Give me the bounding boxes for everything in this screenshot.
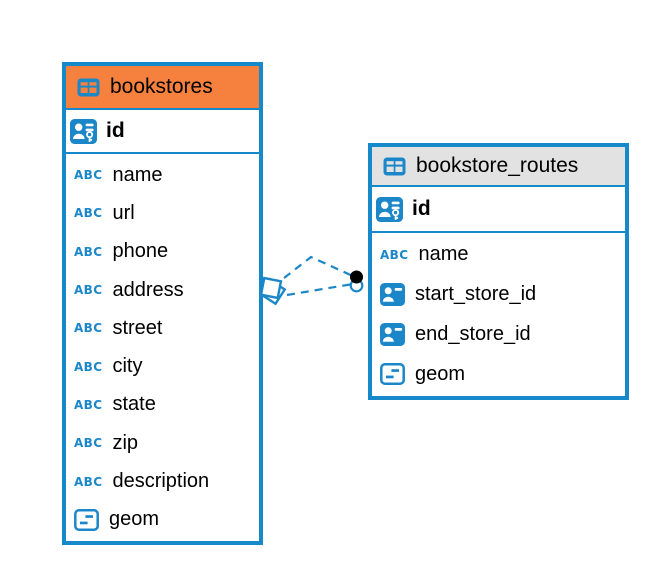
relationship-line[interactable] bbox=[283, 255, 356, 279]
many-end-marker[interactable] bbox=[259, 276, 287, 306]
one-end-marker[interactable] bbox=[349, 270, 364, 293]
header-divider bbox=[66, 108, 259, 110]
column-name: city bbox=[112, 355, 143, 378]
text-type-icon: ABC bbox=[74, 321, 103, 336]
column-name: geom bbox=[415, 362, 466, 385]
column-row[interactable]: ABC state bbox=[66, 393, 259, 416]
column-name: state bbox=[112, 393, 156, 416]
text-type-icon: ABC bbox=[380, 247, 409, 262]
column-row[interactable]: geom bbox=[66, 508, 259, 531]
table-icon bbox=[383, 157, 406, 175]
column-row-pk[interactable]: id bbox=[372, 187, 625, 231]
table-header[interactable]: bookstores bbox=[66, 66, 259, 108]
column-name: name bbox=[418, 243, 469, 266]
column-row[interactable]: ABC zip bbox=[66, 432, 259, 455]
primary-key-icon bbox=[376, 196, 403, 222]
column-name: id bbox=[106, 119, 125, 142]
column-row[interactable]: ABC url bbox=[66, 202, 259, 225]
text-type-icon: ABC bbox=[74, 244, 103, 259]
column-row[interactable]: ABC street bbox=[66, 317, 259, 340]
column-row[interactable]: ABC description bbox=[66, 470, 259, 493]
column-row[interactable]: geom bbox=[372, 363, 625, 386]
column-name: url bbox=[112, 201, 135, 224]
column-list: ABC name start_store_id bbox=[372, 233, 625, 396]
column-row[interactable]: ABC name bbox=[66, 164, 259, 187]
column-name: geom bbox=[109, 508, 160, 531]
header-divider bbox=[372, 185, 625, 187]
column-name: address bbox=[112, 278, 184, 301]
entity-table-bookstores[interactable]: bookstores id ABC name ABC url bbox=[62, 62, 263, 545]
column-row[interactable]: start_store_id bbox=[372, 283, 625, 307]
pk-divider bbox=[66, 152, 259, 154]
column-list: ABC name ABC url ABC phone ABC address A… bbox=[66, 154, 259, 541]
column-name: end_store_id bbox=[415, 322, 531, 345]
column-name: street bbox=[112, 316, 163, 339]
column-row[interactable]: end_store_id bbox=[372, 322, 625, 346]
foreign-key-icon bbox=[380, 283, 405, 307]
text-type-icon: ABC bbox=[74, 206, 103, 221]
column-row[interactable]: ABC address bbox=[66, 279, 259, 302]
geometry-icon bbox=[74, 508, 99, 531]
column-row[interactable]: ABC city bbox=[66, 355, 259, 378]
relationship-line[interactable] bbox=[286, 282, 354, 297]
column-name: start_store_id bbox=[415, 283, 537, 306]
column-row-pk[interactable]: id bbox=[66, 110, 259, 152]
primary-key-icon bbox=[70, 118, 97, 144]
foreign-key-icon bbox=[380, 322, 405, 346]
text-type-icon: ABC bbox=[74, 359, 103, 374]
entity-table-bookstore-routes[interactable]: bookstore_routes id ABC name bbox=[368, 143, 629, 400]
geometry-icon bbox=[380, 363, 405, 386]
pk-divider bbox=[372, 231, 625, 233]
column-row[interactable]: ABC phone bbox=[66, 240, 259, 263]
text-type-icon: ABC bbox=[74, 436, 103, 451]
column-name: phone bbox=[112, 240, 169, 263]
text-type-icon: ABC bbox=[74, 397, 103, 412]
text-type-icon: ABC bbox=[74, 474, 103, 489]
column-row[interactable]: ABC name bbox=[372, 243, 625, 266]
column-name: zip bbox=[112, 431, 139, 454]
column-name: name bbox=[112, 163, 163, 186]
table-title: bookstore_routes bbox=[416, 154, 579, 177]
text-type-icon: ABC bbox=[74, 283, 103, 298]
column-name: id bbox=[412, 197, 431, 220]
table-icon bbox=[77, 78, 100, 96]
text-type-icon: ABC bbox=[74, 168, 103, 183]
column-name: description bbox=[112, 470, 210, 493]
table-header[interactable]: bookstore_routes bbox=[372, 147, 625, 185]
table-title: bookstores bbox=[110, 75, 213, 98]
